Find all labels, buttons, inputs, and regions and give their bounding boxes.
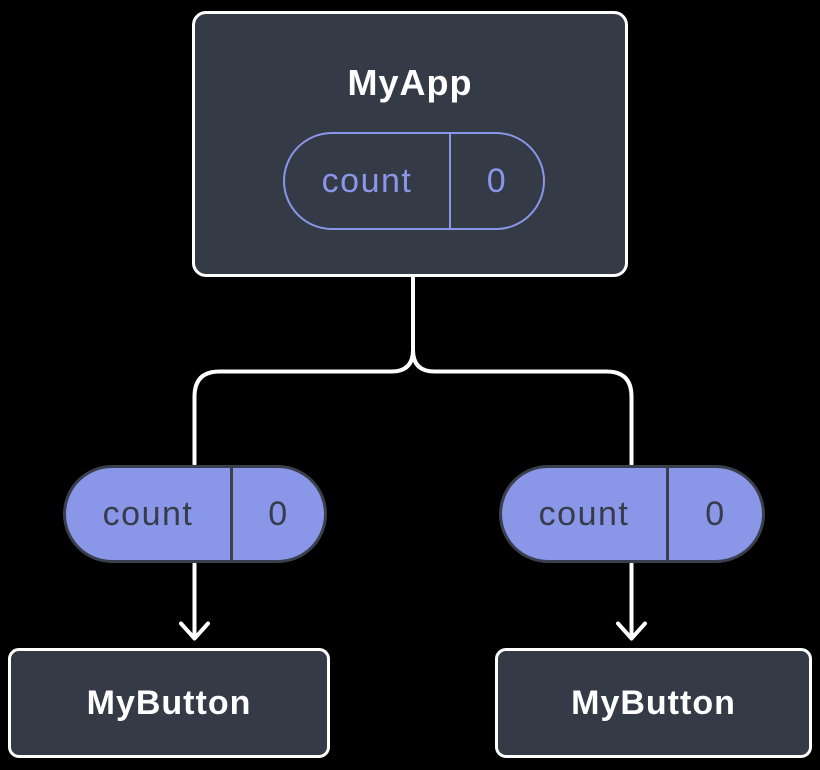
prop-pill-value: 0 <box>268 494 289 533</box>
child-component-box-right: MyButton <box>495 648 812 758</box>
prop-pill-value: 0 <box>705 494 726 533</box>
arrow-left-head-icon <box>179 621 210 641</box>
parent-component-label: MyApp <box>347 62 473 103</box>
child-component-label: MyButton <box>86 683 252 722</box>
state-pill: count 0 <box>283 132 545 230</box>
state-pill-name: count <box>285 134 451 228</box>
arrow-right-head-icon <box>616 621 647 641</box>
parent-component-box: MyApp count 0 <box>192 11 628 277</box>
connector-parent-to-left-pill <box>192 276 415 466</box>
prop-pill-left: count 0 <box>63 465 327 563</box>
prop-pill-right: count 0 <box>499 465 765 563</box>
child-component-box-left: MyButton <box>8 648 330 758</box>
connector-parent-to-right-pill <box>411 276 634 466</box>
prop-pill-name: count <box>66 468 233 560</box>
prop-pill-name: count <box>502 468 669 560</box>
state-pill-value: 0 <box>486 161 508 200</box>
child-component-label: MyButton <box>571 683 736 722</box>
